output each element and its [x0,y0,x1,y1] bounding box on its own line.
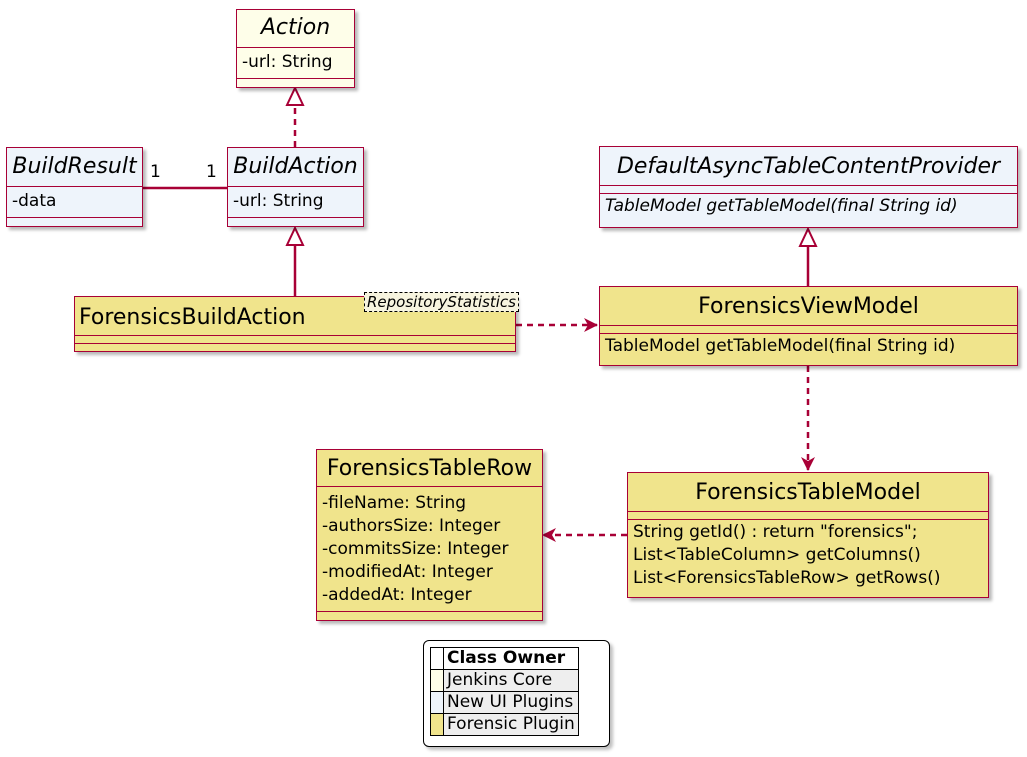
class-name: ForensicsBuildAction [79,305,306,330]
method: List<TableColumn> getColumns() [633,545,921,565]
method: TableModel getTableModel(final String id… [605,336,956,356]
method: List<ForensicsTableRow> getRows() [633,568,941,588]
class-name: DefaultAsyncTableContentProvider [616,154,1001,179]
class-forensics-build-action[interactable]: ForensicsBuildAction RepositoryStatistic… [74,292,519,352]
hollow-triangle-buildaction [285,225,305,246]
class-default-async-table-content-provider[interactable]: DefaultAsyncTableContentProvider TableMo… [599,146,1018,228]
class-name: BuildResult [12,154,137,179]
legend-label: Jenkins Core [443,669,579,692]
attribute: -authorsSize: Integer [322,516,501,536]
class-forensics-table-row[interactable]: ForensicsTableRow -fileName: String -aut… [316,449,543,621]
legend-header-row: Class Owner [430,647,579,670]
attribute: -url: String [242,52,333,72]
legend-title: Class Owner [443,647,579,670]
legend-swatch [430,691,444,714]
class-name: ForensicsViewModel [698,294,919,319]
legend-label: Forensic Plugin [443,713,579,736]
attribute: -modifiedAt: Integer [322,562,493,582]
attribute: -data [12,191,57,211]
class-name: Action [260,15,331,40]
legend-table: Class Owner Jenkins Core New UI Plugins … [430,647,579,736]
attribute: -commitsSize: Integer [322,539,509,559]
multiplicity-left: 1 [150,162,161,182]
legend-entry: Jenkins Core [430,669,579,692]
legend-label: New UI Plugins [443,691,579,714]
attribute: -url: String [233,191,324,211]
class-name: ForensicsTableModel [695,480,921,505]
class-name: ForensicsTableRow [326,456,533,481]
method: TableModel getTableModel(final String id… [605,196,958,216]
class-name: BuildAction [233,154,358,179]
legend-entry: Forensic Plugin [430,713,579,736]
legend-header-swatch [430,647,444,670]
legend: Class Owner Jenkins Core New UI Plugins … [423,640,610,747]
legend-entry: New UI Plugins [430,691,579,714]
multiplicity-right: 1 [206,162,217,182]
attribute: -fileName: String [322,493,467,513]
attribute: -addedAt: Integer [322,585,472,605]
class-build-action[interactable]: BuildAction -url: String [227,147,364,227]
class-action[interactable]: Action -url: String [236,9,355,88]
class-build-result[interactable]: BuildResult -data [6,147,143,227]
hollow-triangle-action [285,85,305,106]
method: String getId() : return "forensics"; [633,522,918,542]
legend-swatch [430,669,444,692]
class-forensics-table-model[interactable]: ForensicsTableModel String getId() : ret… [627,472,989,598]
legend-swatch [430,713,444,736]
class-forensics-view-model[interactable]: ForensicsViewModel TableModel getTableMo… [599,286,1018,366]
hollow-triangle-provider [798,226,818,247]
generic-type-parameter: RepositoryStatistics [363,292,519,312]
